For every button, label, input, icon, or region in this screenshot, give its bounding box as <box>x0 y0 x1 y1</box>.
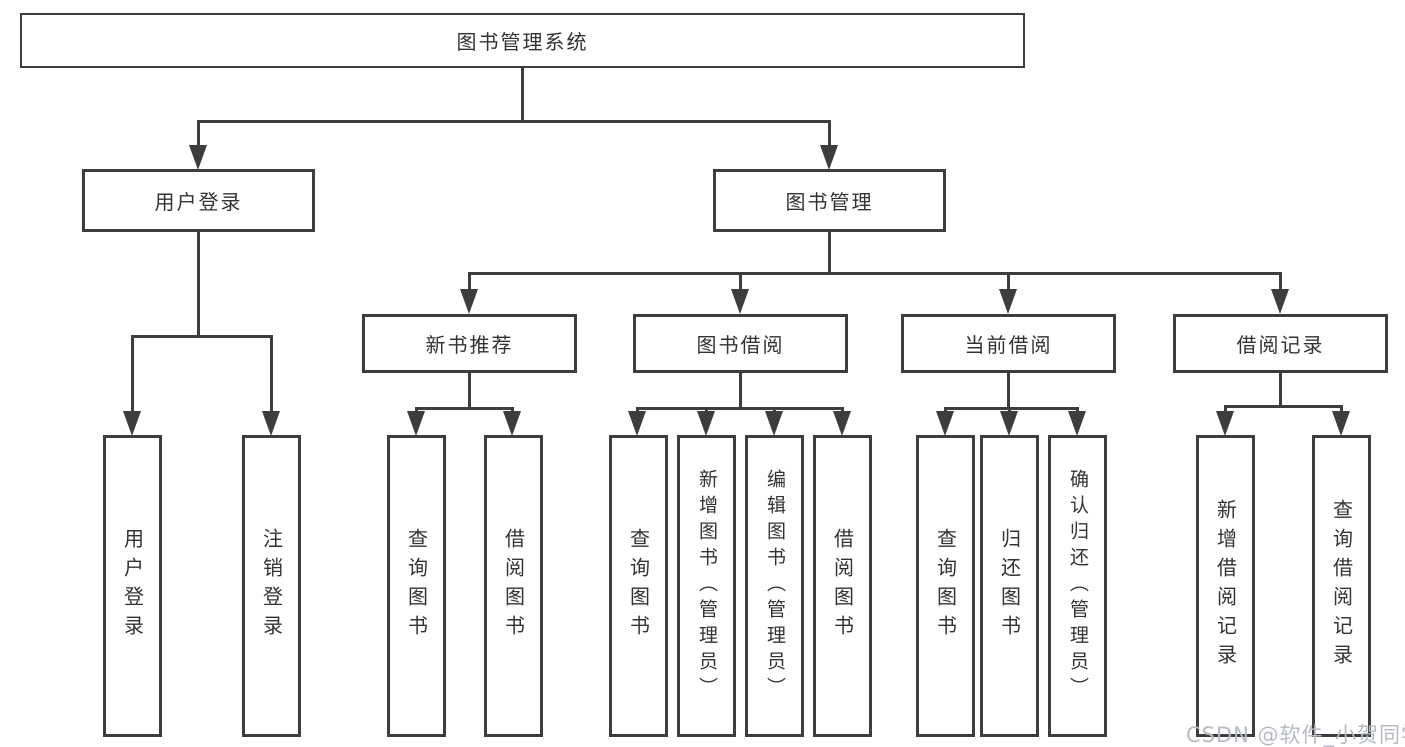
connector-newbook-stem <box>468 373 471 409</box>
leaf-confirm-return-admin: 确认归还（管理员） <box>1048 435 1107 737</box>
connector-bookborrow-stem <box>739 373 742 409</box>
leaf-borrow-book-1: 借阅图书 <box>484 435 543 737</box>
connector-drop <box>773 407 776 413</box>
leaf-add-borrow-record: 新增借阅记录 <box>1196 435 1255 737</box>
leaf-logout: 注销登录 <box>242 435 301 737</box>
arrow-down-icon <box>1271 289 1289 314</box>
connector-drop <box>739 272 742 292</box>
arrow-down-icon <box>407 411 425 436</box>
connector-drop <box>1007 272 1010 292</box>
arrow-down-icon <box>189 145 207 170</box>
connector-drop <box>1340 405 1343 413</box>
arrow-down-icon <box>765 411 783 436</box>
arrow-down-icon <box>731 289 749 314</box>
connector-bookmgmt-stem <box>828 232 831 274</box>
arrow-down-icon <box>999 289 1017 314</box>
connector-drop <box>197 120 200 148</box>
connector-drop <box>511 407 514 413</box>
arrow-down-icon <box>628 411 646 436</box>
connector-userlogin-stem <box>197 232 200 337</box>
arrow-down-icon <box>262 411 280 436</box>
connector-drop <box>636 407 639 413</box>
arrow-down-icon <box>1332 411 1350 436</box>
connector-drop <box>131 335 134 413</box>
node-current-borrow: 当前借阅 <box>901 314 1116 373</box>
arrow-down-icon <box>936 411 954 436</box>
arrow-down-icon <box>1000 411 1018 436</box>
connector-drop <box>705 407 708 413</box>
connector-newbook-bar <box>415 407 514 410</box>
connector-drop <box>944 407 947 413</box>
connector-currentborrow-stem <box>1007 373 1010 409</box>
arrow-down-icon <box>460 289 478 314</box>
connector-drop <box>1008 407 1011 413</box>
leaf-query-book-1: 查询图书 <box>387 435 446 737</box>
arrow-down-icon <box>833 411 851 436</box>
leaf-edit-book-admin: 编辑图书（管理员） <box>745 435 804 737</box>
node-book-borrow: 图书借阅 <box>633 314 848 373</box>
connector-bookborrow-bar <box>636 407 843 410</box>
leaf-borrow-book-2: 借阅图书 <box>813 435 872 737</box>
arrow-down-icon <box>1216 411 1234 436</box>
connector-borrowrecord-bar <box>1224 405 1342 408</box>
arrow-down-icon <box>697 411 715 436</box>
connector-currentborrow-bar <box>944 407 1079 410</box>
connector-drop <box>415 407 418 413</box>
leaf-user-login: 用户登录 <box>103 435 162 737</box>
node-borrow-record: 借阅记录 <box>1173 314 1388 373</box>
leaf-query-book-3: 查询图书 <box>916 435 975 737</box>
connector-drop <box>270 335 273 413</box>
arrow-down-icon <box>503 411 521 436</box>
node-user-login: 用户登录 <box>82 169 315 232</box>
arrow-down-icon <box>820 145 838 170</box>
connector-drop <box>828 120 831 148</box>
connector-bookmgmt-bar <box>468 272 1282 275</box>
connector-drop <box>468 272 471 292</box>
connector-drop <box>1076 407 1079 413</box>
connector-root-stem <box>521 68 524 120</box>
connector-drop <box>1224 405 1227 413</box>
connector-root-bar <box>197 120 831 123</box>
node-root: 图书管理系统 <box>20 13 1025 68</box>
leaf-return-book: 归还图书 <box>980 435 1039 737</box>
connector-drop <box>841 407 844 413</box>
leaf-query-borrow-record: 查询借阅记录 <box>1312 435 1371 737</box>
connector-userlogin-bar <box>131 335 273 338</box>
node-book-management: 图书管理 <box>713 169 946 232</box>
leaf-add-book-admin: 新增图书（管理员） <box>677 435 736 737</box>
node-new-book-recommend: 新书推荐 <box>362 314 577 373</box>
csdn-watermark: CSDN @软件_小贺同学 <box>1186 723 1405 747</box>
arrow-down-icon <box>123 411 141 436</box>
leaf-query-book-2: 查询图书 <box>609 435 668 737</box>
arrow-down-icon <box>1068 411 1086 436</box>
connector-borrowrecord-stem <box>1279 373 1282 407</box>
connector-drop <box>1279 272 1282 292</box>
